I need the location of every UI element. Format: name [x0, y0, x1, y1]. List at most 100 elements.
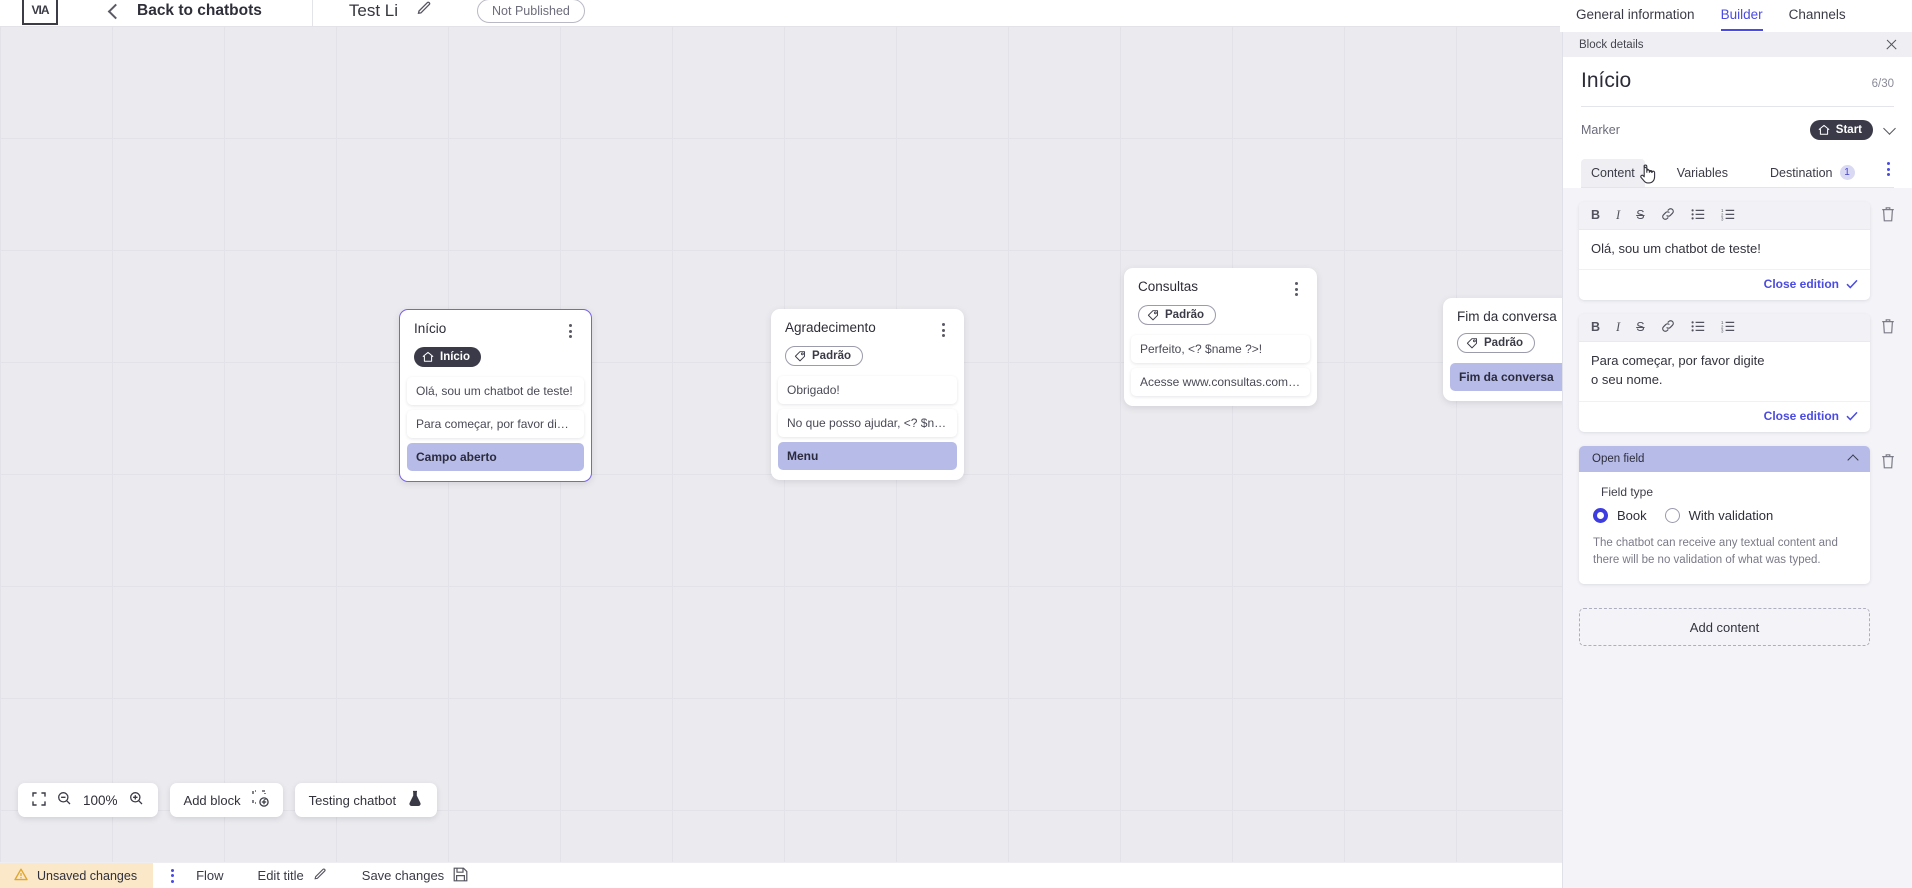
strikethrough-icon[interactable]: S	[1636, 208, 1645, 222]
block-title-row: Início 6/30	[1581, 69, 1894, 93]
delete-content-icon[interactable]	[1880, 202, 1896, 228]
tab-channels[interactable]: Channels	[1788, 7, 1846, 22]
node-header: Agradecimento	[771, 320, 964, 337]
chevron-up-icon[interactable]	[1847, 454, 1859, 466]
open-field-block: Open field Field type Book Wi	[1579, 445, 1896, 585]
node-menu-icon[interactable]	[563, 321, 577, 338]
via-logo[interactable]: VIA	[22, 0, 58, 25]
tab-destination[interactable]: Destination 1	[1760, 158, 1865, 187]
node-message[interactable]: Acesse www.consultas.com par...	[1131, 368, 1310, 396]
close-edition-label: Close edition	[1763, 408, 1839, 423]
add-block-label: Add block	[183, 792, 241, 808]
testing-chatbot-label: Testing chatbot	[308, 792, 397, 808]
testing-chatbot-button[interactable]: Testing chatbot	[294, 783, 438, 817]
editor-text[interactable]: Para começar, por favor digite o seu nom…	[1591, 352, 1765, 387]
node-badge-row: Padrão	[1124, 296, 1317, 326]
node-message[interactable]: Olá, sou um chatbot de teste!	[407, 377, 584, 405]
node-badge-default[interactable]: Padrão	[1457, 333, 1535, 353]
node-badge-default[interactable]: Padrão	[1138, 305, 1216, 325]
radio-option-with-validation[interactable]: With validation	[1664, 507, 1773, 523]
add-content-label: Add content	[1689, 619, 1760, 635]
radio-book-input[interactable]	[1593, 507, 1608, 523]
node-message[interactable]: Campo aberto	[407, 443, 584, 471]
strikethrough-icon[interactable]: S	[1636, 320, 1645, 335]
flow-canvas[interactable]: Início Início Olá, sou um chatbot de tes…	[0, 26, 1562, 862]
canvas-toolbar: 100% Add block Testing chatbot	[18, 783, 438, 817]
marker-row: Marker Start	[1581, 107, 1896, 140]
back-to-chatbots-link[interactable]: Back to chatbots	[137, 1, 262, 19]
node-message[interactable]: No que posso ajudar, <? $name ...	[778, 409, 957, 437]
flow-node-inicio[interactable]: Início Início Olá, sou um chatbot de tes…	[399, 309, 592, 482]
zoom-in-icon[interactable]	[129, 791, 144, 809]
open-field-header[interactable]: Open field	[1579, 445, 1870, 472]
node-message[interactable]: Obrigado!	[778, 376, 957, 404]
flow-node-agradecimento[interactable]: Agradecimento Padrão Obrigado! No que po…	[771, 309, 964, 480]
close-edition-button[interactable]: Close edition	[1579, 400, 1870, 432]
node-header: Fim da conversa	[1443, 309, 1562, 324]
flow-button[interactable]: Flow	[196, 868, 223, 883]
unsaved-changes-indicator: Unsaved changes	[0, 862, 154, 888]
editor-text[interactable]: Olá, sou um chatbot de teste!	[1591, 240, 1761, 256]
tab-content[interactable]: Content	[1581, 158, 1645, 187]
italic-icon[interactable]: I	[1616, 320, 1621, 335]
node-title: Agradecimento	[785, 320, 876, 335]
node-message[interactable]: Perfeito, <? $name ?>!	[1131, 335, 1310, 363]
close-edition-button[interactable]: Close edition	[1579, 269, 1870, 300]
node-message[interactable]: Para começar, por favor digite o ...	[407, 410, 584, 438]
bullet-list-icon[interactable]	[1691, 320, 1705, 336]
publish-status-badge: Not Published	[477, 0, 585, 23]
bold-icon[interactable]: B	[1591, 320, 1601, 335]
node-badge-start[interactable]: Início	[414, 347, 482, 367]
save-changes-label: Save changes	[361, 868, 445, 883]
flow-node-consultas[interactable]: Consultas Padrão Perfeito, <? $name ?>! …	[1124, 268, 1317, 406]
node-message[interactable]: Menu	[778, 442, 957, 470]
svg-text:3: 3	[1721, 328, 1724, 332]
bullet-list-icon[interactable]	[1691, 208, 1705, 224]
zoom-out-icon[interactable]	[57, 791, 72, 809]
title-divider	[1581, 106, 1894, 107]
open-field-title: Open field	[1592, 452, 1645, 465]
link-icon[interactable]	[1661, 319, 1675, 336]
edit-title-button[interactable]: Edit title	[258, 867, 328, 885]
toolbar-divider	[311, 0, 313, 26]
link-icon[interactable]	[1661, 207, 1675, 224]
add-block-button[interactable]: Add block	[169, 783, 283, 817]
delete-open-field-icon[interactable]	[1880, 446, 1896, 475]
close-icon[interactable]	[1885, 38, 1898, 51]
check-icon	[1846, 411, 1858, 421]
italic-icon[interactable]: I	[1616, 208, 1621, 222]
svg-text:1: 1	[1721, 320, 1724, 325]
tab-variables[interactable]: Variables	[1667, 159, 1738, 187]
node-badge-default[interactable]: Padrão	[785, 346, 863, 366]
tab-general-information[interactable]: General information	[1576, 7, 1695, 22]
radio-with-validation-input[interactable]	[1664, 507, 1680, 523]
block-title[interactable]: Início	[1581, 69, 1632, 92]
node-message[interactable]: Fim da conversa	[1450, 363, 1562, 391]
bold-icon[interactable]: B	[1591, 208, 1601, 222]
delete-content-icon[interactable]	[1880, 314, 1896, 340]
tab-builder[interactable]: Builder	[1720, 7, 1763, 31]
fullscreen-icon[interactable]	[32, 791, 46, 809]
flow-node-fim-da-conversa[interactable]: Fim da conversa Padrão Fim da conversa	[1443, 298, 1562, 401]
pencil-icon[interactable]	[416, 0, 433, 22]
marker-value-badge[interactable]: Start	[1809, 120, 1873, 140]
chevron-down-icon[interactable]	[1883, 121, 1896, 135]
back-chevron-icon[interactable]	[107, 3, 124, 19]
radio-option-book[interactable]: Book	[1593, 507, 1647, 523]
save-changes-button[interactable]: Save changes	[362, 867, 468, 885]
node-menu-icon[interactable]	[1289, 279, 1303, 296]
node-messages: Obrigado! No que posso ajudar, <? $name …	[771, 376, 964, 470]
node-menu-icon[interactable]	[936, 320, 950, 337]
status-menu-icon[interactable]	[171, 868, 175, 883]
node-badge-label: Padrão	[1165, 309, 1204, 321]
add-content-button[interactable]: Add content	[1579, 608, 1870, 647]
more-vertical-icon[interactable]	[1886, 162, 1896, 183]
check-icon	[1846, 280, 1858, 289]
status-bar: Unsaved changes Flow Edit title Save cha…	[0, 862, 1562, 888]
